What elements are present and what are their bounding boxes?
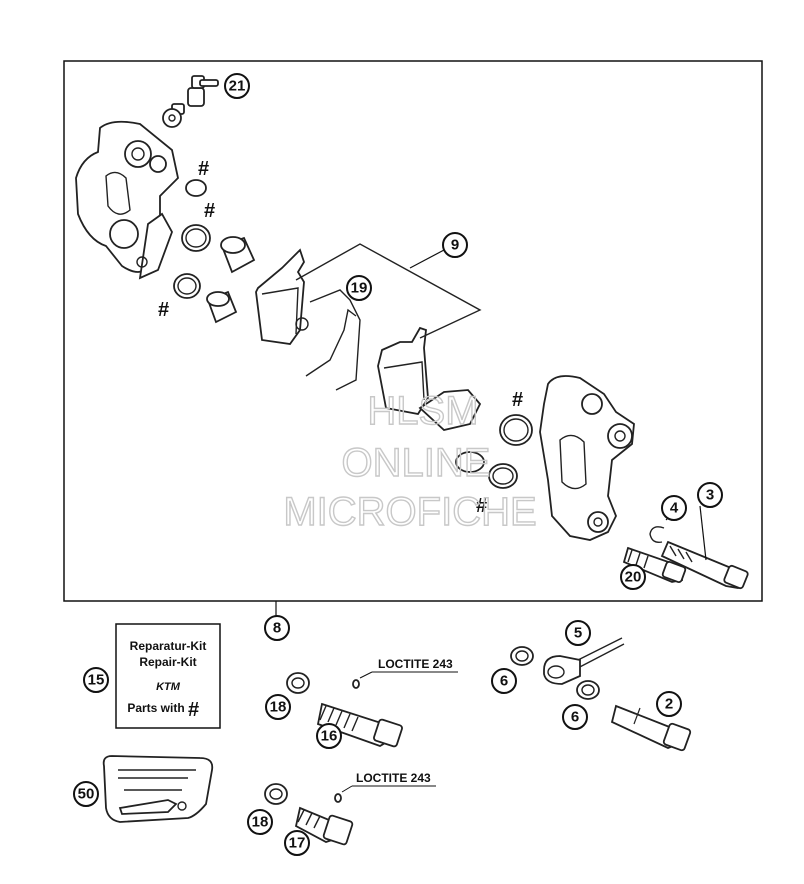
- seal-washer-lower: [576, 680, 600, 700]
- brake-pad-right: [377, 326, 429, 415]
- loctite-label-lower: LOCTITE 243: [356, 771, 431, 785]
- svg-text:8: 8: [273, 620, 281, 637]
- callout-17: 17: [284, 830, 310, 856]
- seals-pistons-right: [418, 389, 533, 489]
- callout-9: 9: [442, 232, 468, 258]
- callout-18b: 18: [247, 809, 273, 835]
- repair-kit-card: Reparatur-Kit Repair-Kit KTM Parts with …: [115, 623, 221, 729]
- caliper-assembly-frame: [63, 60, 763, 602]
- repair-kit-hash: #: [188, 699, 199, 721]
- washer-lower: [264, 783, 288, 805]
- grease-packet: [102, 755, 214, 823]
- callout-18a: 18: [265, 694, 291, 720]
- hash-mark-5: #: [476, 495, 487, 517]
- svg-text:19: 19: [351, 280, 368, 297]
- svg-text:9: 9: [451, 237, 459, 254]
- callout-20: 20: [620, 564, 646, 590]
- callout-5: 5: [565, 620, 591, 646]
- svg-text:3: 3: [706, 487, 714, 504]
- callout-3: 3: [697, 482, 723, 508]
- callout-50: 50: [73, 781, 99, 807]
- pad-set-bracket: [295, 243, 482, 339]
- watermark-line1: HLSM: [367, 389, 478, 433]
- loctite-drop-upper: [352, 679, 360, 689]
- watermark: HLSM ONLINE MICROFICHE: [283, 388, 538, 534]
- callout-6b: 6: [562, 704, 588, 730]
- svg-text:18: 18: [270, 699, 287, 716]
- svg-text:6: 6: [571, 709, 579, 726]
- watermark-line3: MICROFICHE: [283, 490, 536, 534]
- svg-text:5: 5: [574, 625, 582, 642]
- callout-15: 15: [83, 667, 109, 693]
- bolt-lower: [294, 806, 354, 846]
- svg-text:6: 6: [500, 673, 508, 690]
- banjo-bolt: [610, 704, 692, 752]
- hash-mark-4: #: [512, 389, 523, 411]
- callout-2: 2: [656, 691, 682, 717]
- ktm-logo: KTM: [156, 681, 181, 693]
- hash-mark-3: #: [158, 299, 169, 321]
- repair-kit-parts-with: Parts with: [127, 701, 184, 715]
- svg-text:17: 17: [289, 835, 306, 852]
- bolt-upper: [316, 702, 403, 748]
- pad-spring: [295, 289, 361, 391]
- svg-text:20: 20: [625, 569, 642, 586]
- guide-pin: [660, 540, 749, 590]
- caliper-half-left: [75, 120, 179, 280]
- brake-pad-left: [255, 248, 305, 345]
- svg-text:21: 21: [229, 78, 246, 95]
- banjo-fitting: [543, 637, 625, 685]
- washer-upper: [286, 672, 310, 694]
- callout-6a: 6: [491, 668, 517, 694]
- retaining-clip: [649, 526, 665, 544]
- svg-text:2: 2: [665, 696, 673, 713]
- svg-text:15: 15: [88, 672, 105, 689]
- callout-16: 16: [316, 723, 342, 749]
- caliper-half-right: [539, 375, 635, 541]
- loctite-label-upper: LOCTITE 243: [378, 657, 453, 671]
- svg-text:4: 4: [670, 500, 679, 517]
- seal-washer-upper: [510, 646, 534, 666]
- hash-mark-1: #: [198, 158, 209, 180]
- caliper-screw: [622, 546, 687, 583]
- svg-text:16: 16: [321, 728, 338, 745]
- repair-kit-line2: Repair-Kit: [139, 655, 196, 669]
- svg-text:18: 18: [252, 814, 269, 831]
- hash-mark-2: #: [204, 200, 215, 222]
- callout-4: 4: [661, 495, 687, 521]
- bleeder-valve: [162, 75, 219, 128]
- callout-19: 19: [346, 275, 372, 301]
- callout-21: 21: [224, 73, 250, 99]
- callout-8: 8: [264, 615, 290, 641]
- leader-9: [409, 249, 445, 269]
- loctite-drop-lower: [334, 793, 342, 803]
- svg-text:50: 50: [78, 786, 95, 803]
- seals-pistons-left: [173, 179, 256, 324]
- repair-kit-line1: Reparatur-Kit: [130, 639, 207, 653]
- watermark-line2: ONLINE: [342, 441, 491, 485]
